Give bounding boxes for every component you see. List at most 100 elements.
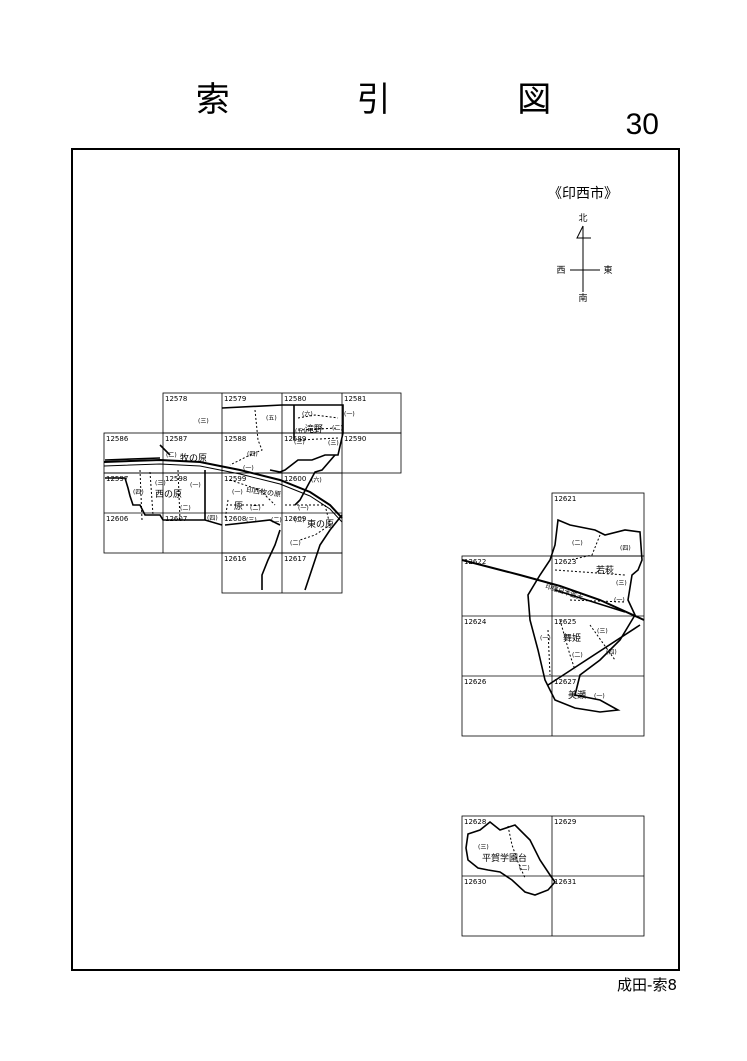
chome-label: (二) — [294, 517, 305, 524]
chome-label: (二) — [180, 505, 191, 512]
chome-label: (四) — [620, 545, 631, 552]
chome-label: (三) — [616, 580, 627, 587]
chome-label: (一) — [243, 465, 254, 472]
cell-label: 12625 — [554, 618, 576, 626]
chome-label: (三) — [246, 517, 257, 524]
cell-label: 12627 — [554, 678, 576, 686]
cell-label: 12579 — [224, 395, 246, 403]
chome-label: (六) — [311, 476, 322, 484]
cell-label: 12630 — [464, 878, 486, 886]
chome-label: (五) — [266, 415, 277, 422]
chome-label: (二) — [290, 540, 301, 547]
chome-label: (一) — [594, 693, 605, 700]
cell-label: 12588 — [224, 435, 246, 443]
compass-west: 西 — [556, 265, 565, 276]
grid-c-place-labels: 平賀学園台 — [482, 852, 527, 864]
cell-label: 12608 — [224, 515, 246, 523]
cell-label: 12624 — [464, 618, 487, 626]
chome-label: (三) — [198, 418, 209, 425]
cell-label: 12581 — [344, 395, 366, 403]
place-label: 印西牧の原 — [246, 485, 282, 499]
cell-label: 12578 — [165, 395, 187, 403]
chome-label: (二) — [332, 425, 343, 432]
chome-label: (三) — [478, 844, 489, 851]
grid-c-boundary — [465, 820, 557, 896]
chome-label: (三) — [597, 628, 608, 635]
page-number: 30 — [625, 108, 659, 141]
cell-label: 12607 — [165, 515, 187, 523]
cell-label: 12626 — [464, 678, 487, 686]
cell-label: 12631 — [554, 878, 576, 886]
cell-label: 12623 — [554, 558, 576, 566]
place-label: 美瀬 — [568, 689, 586, 701]
chome-label: (一) — [298, 505, 309, 512]
cell-label: 12599 — [224, 475, 246, 483]
grid-a-railway — [103, 458, 343, 523]
grid-a-boundary — [104, 404, 344, 591]
chome-label: (五) — [295, 428, 306, 435]
compass-north: 北 — [578, 213, 587, 224]
map-frame — [71, 148, 680, 971]
chome-label: (二) — [166, 452, 177, 459]
chome-label: (三) — [294, 439, 305, 446]
chome-label: (四) — [247, 451, 258, 458]
cell-label: 12621 — [554, 495, 576, 503]
compass-south: 南 — [578, 292, 587, 304]
cell-label: 12586 — [106, 435, 129, 443]
cell-label: 12629 — [554, 818, 576, 826]
grid-c-lines — [461, 815, 645, 937]
chome-label: (四) — [133, 489, 144, 496]
cell-label: 12622 — [464, 558, 486, 566]
grid-c-dotted — [507, 825, 526, 879]
grid-c-cell-labels: 12628 12629 12630 12631 — [464, 818, 576, 886]
grid-b-lines — [461, 492, 645, 737]
place-label: 舞姫 — [563, 632, 581, 644]
chome-label: (一) — [540, 635, 551, 642]
grid-b-cell-labels: 12621 12622 12623 12624 12625 12626 1262… — [464, 495, 576, 686]
grid-a-chome-labels: (三) (五) (六) (一) (五) (二) (三) (四) (一) (二) … — [133, 410, 355, 547]
cell-label: 12609 — [284, 515, 306, 523]
cell-label: 12580 — [284, 395, 306, 403]
chome-label: (二) — [572, 652, 583, 659]
chome-label: (六) — [302, 410, 313, 418]
grid-a-dotted — [139, 409, 339, 541]
chome-label: (一) — [232, 489, 243, 496]
place-label: 若萩 — [596, 564, 614, 576]
page-title: 索 引 図 — [195, 80, 610, 120]
cell-label: 12617 — [284, 555, 306, 563]
grid-b-dotted — [547, 534, 626, 676]
cell-label: 12597 — [106, 475, 128, 483]
grid-b-chome-labels: (二) (四) (三) (一) (一) (三) (二) (四) (一) — [540, 540, 631, 700]
cell-label: 12589 — [284, 435, 306, 443]
grid-a-cell-labels: 12578 12579 12580 12581 12586 12587 1258… — [106, 395, 366, 563]
footer-label: 成田-索8 — [617, 976, 677, 994]
chome-label: (二) — [572, 540, 583, 547]
compass-east: 東 — [603, 264, 612, 276]
chome-label: (一) — [344, 411, 355, 418]
compass — [570, 225, 600, 292]
cell-label: 12590 — [344, 435, 366, 443]
cell-label: 12600 — [284, 475, 306, 483]
chome-label: (二) — [271, 517, 282, 524]
grid-b-railway — [461, 559, 645, 621]
cell-label: 12587 — [165, 435, 187, 443]
place-label: 滝野 — [305, 424, 323, 435]
place-label: 印旛日本医大 — [544, 581, 584, 602]
chome-label: (一) — [190, 482, 201, 489]
cell-label: 12616 — [224, 555, 247, 563]
cell-label: 12628 — [464, 818, 486, 826]
chome-label: (三) — [155, 480, 166, 487]
chome-label: (四) — [606, 649, 617, 656]
place-label: 牧の原 — [180, 452, 207, 464]
chome-label: (三) — [328, 440, 339, 447]
place-label: 西の原 — [155, 489, 182, 500]
cell-label: 12598 — [165, 475, 187, 483]
chome-label: (二) — [250, 505, 261, 512]
place-label: 原 — [234, 501, 243, 512]
place-label: 東の原 — [307, 518, 334, 530]
grid-c-chome-labels: (三) (二) — [478, 844, 530, 872]
cell-label: 12606 — [106, 515, 129, 523]
place-label: 平賀学園台 — [482, 852, 527, 864]
chome-label: (二) — [519, 865, 530, 872]
